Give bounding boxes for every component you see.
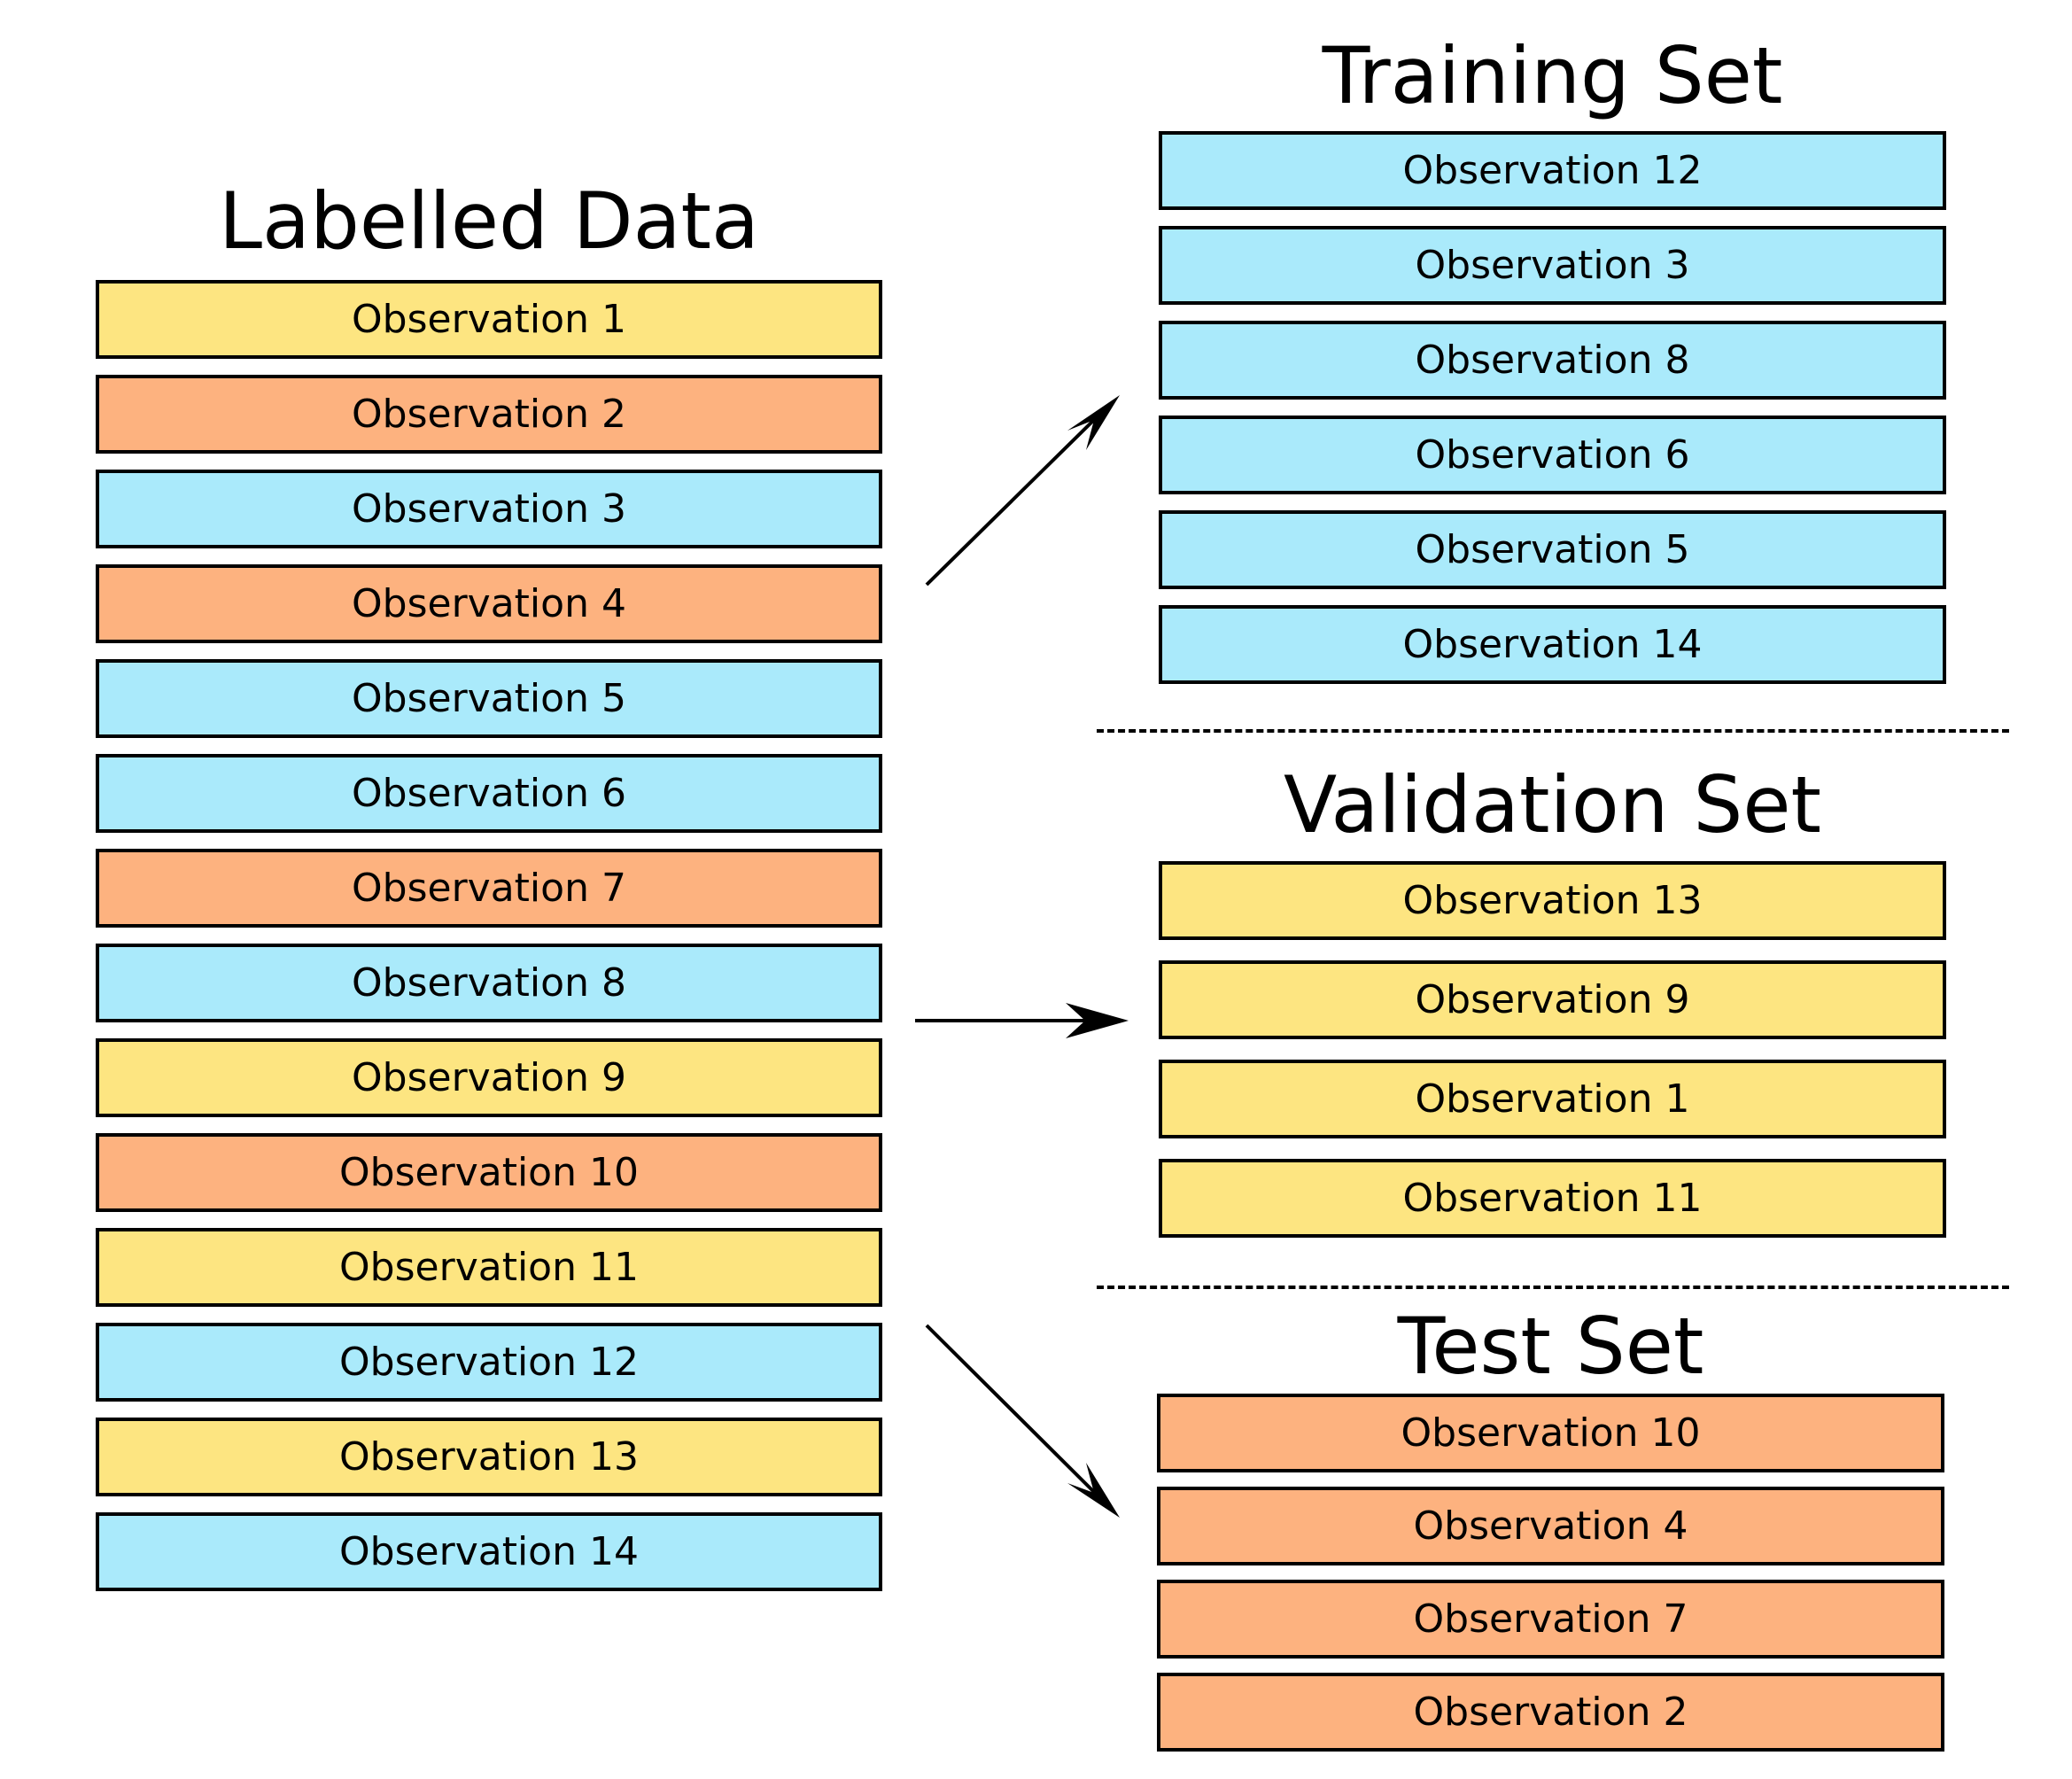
test-observation: Observation 4 — [1157, 1487, 1944, 1565]
labelled-observation-10: Observation 10 — [96, 1133, 882, 1212]
labelled-observation-11: Observation 11 — [96, 1228, 882, 1307]
arrow-to-validation — [915, 1003, 1129, 1038]
training-observation: Observation 5 — [1159, 510, 1946, 589]
training-validation-divider — [1097, 729, 2009, 733]
labelled-observation-6: Observation 6 — [96, 754, 882, 833]
labelled-observation-14: Observation 14 — [96, 1512, 882, 1591]
arrow-to-training — [925, 395, 1120, 587]
test-set-title: Test Set — [1397, 1301, 1704, 1392]
validation-test-divider — [1097, 1286, 2009, 1289]
training-set-title: Training Set — [1322, 30, 1783, 121]
labelled-observation-5: Observation 5 — [96, 659, 882, 738]
labelled-observation-1: Observation 1 — [96, 280, 882, 359]
labelled-observation-2: Observation 2 — [96, 375, 882, 454]
training-observation: Observation 12 — [1159, 131, 1946, 210]
training-observation: Observation 14 — [1159, 605, 1946, 684]
validation-observation: Observation 11 — [1159, 1159, 1946, 1238]
labelled-observation-12: Observation 12 — [96, 1323, 882, 1402]
training-observation: Observation 3 — [1159, 226, 1946, 305]
validation-observation: Observation 9 — [1159, 960, 1946, 1039]
test-observation: Observation 7 — [1157, 1580, 1944, 1659]
labelled-observation-8: Observation 8 — [96, 944, 882, 1022]
test-observation: Observation 10 — [1157, 1394, 1944, 1472]
labelled-observation-4: Observation 4 — [96, 564, 882, 643]
training-observation: Observation 8 — [1159, 321, 1946, 400]
arrow-to-test — [925, 1324, 1120, 1518]
labelled-observation-9: Observation 9 — [96, 1038, 882, 1117]
validation-observation: Observation 1 — [1159, 1060, 1946, 1138]
labelled-data-title: Labelled Data — [219, 175, 759, 267]
training-observation: Observation 6 — [1159, 416, 1946, 494]
labelled-observation-3: Observation 3 — [96, 470, 882, 548]
validation-set-title: Validation Set — [1283, 759, 1822, 851]
validation-observation: Observation 13 — [1159, 861, 1946, 940]
labelled-observation-7: Observation 7 — [96, 849, 882, 928]
labelled-observation-13: Observation 13 — [96, 1418, 882, 1496]
test-observation: Observation 2 — [1157, 1673, 1944, 1752]
